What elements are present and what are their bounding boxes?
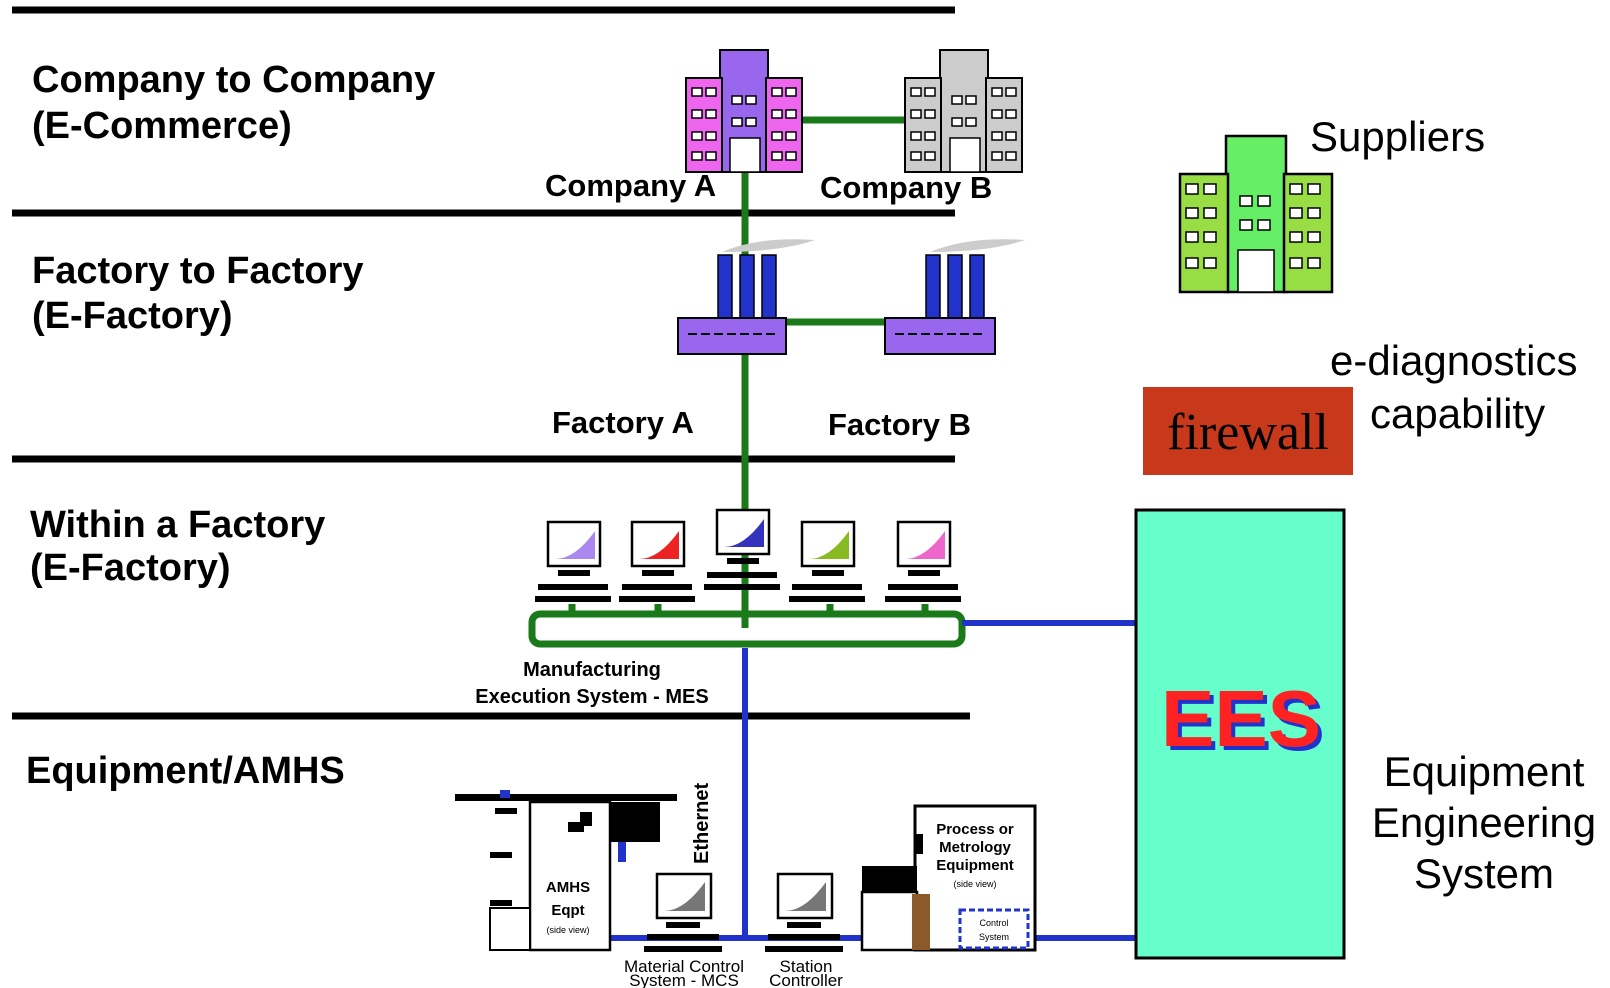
label-amhs-line3: (side view) [546,925,589,935]
label-ees-desc-line1: Equipment [1384,748,1585,795]
label-proc-line3: Equipment [936,857,1014,874]
suppliers-building [1178,134,1334,294]
label-ees: EES [1161,674,1321,763]
level-equipment-line1: Equipment/AMHS [26,750,345,792]
label-firewall: firewall [1167,404,1329,461]
computer-icon [704,508,780,590]
label-company-b: Company B [820,170,992,205]
level-within-line1: Within a Factory [30,504,325,546]
factory-b-icon [884,239,1025,355]
computer-icon [619,520,695,602]
computer-icon [885,520,961,602]
amhs-equipment [455,790,677,952]
company-a-building [685,49,803,173]
mcs-computer-icon [644,872,722,952]
label-mcs-line1: Material Control [624,957,744,976]
label-factory-b: Factory B [828,407,971,442]
label-proc-line4: (side view) [953,879,996,889]
label-proc-line1: Process or [936,821,1014,838]
label-ees-desc-line2: Engineering [1372,799,1596,846]
label-ediag-line1: e-diagnostics [1330,337,1577,384]
level-company-line1: Company to Company [32,59,435,101]
label-ees-desc-line3: System [1414,850,1554,897]
label-mes-line1: Manufacturing [523,659,661,681]
label-ediag-line2: capability [1370,390,1545,437]
label-amhs-line1: AMHS [546,879,590,896]
firewall-box [1143,387,1353,475]
process-equipment [860,804,1037,952]
factory-a-icon [677,239,815,355]
computer-icon [535,520,611,602]
label-control-line2: System [979,932,1009,942]
label-control-line1: Control [979,918,1008,928]
level-factory-line2: (E-Factory) [32,295,233,337]
computer-icon [789,520,865,602]
company-b-building [904,49,1023,173]
level-within-line2: (E-Factory) [30,547,231,589]
label-ees-shadow: EES [1165,678,1325,767]
label-factory-a: Factory A [552,405,694,440]
label-amhs-line2: Eqpt [551,902,584,919]
label-station-line2: Controller [769,971,843,988]
label-ethernet: Ethernet [691,783,713,864]
level-factory-line1: Factory to Factory [32,250,364,292]
station-controller-icon [765,872,843,952]
label-mes-line2: Execution System - MES [475,686,708,708]
label-mcs-line2: System - MCS [629,971,739,988]
label-company-a: Company A [545,168,716,203]
label-proc-line2: Metrology [939,839,1011,856]
label-suppliers: Suppliers [1310,113,1485,160]
label-station-line1: Station [780,957,833,976]
ees-box [1134,508,1346,960]
level-company-line2: (E-Commerce) [32,105,292,147]
